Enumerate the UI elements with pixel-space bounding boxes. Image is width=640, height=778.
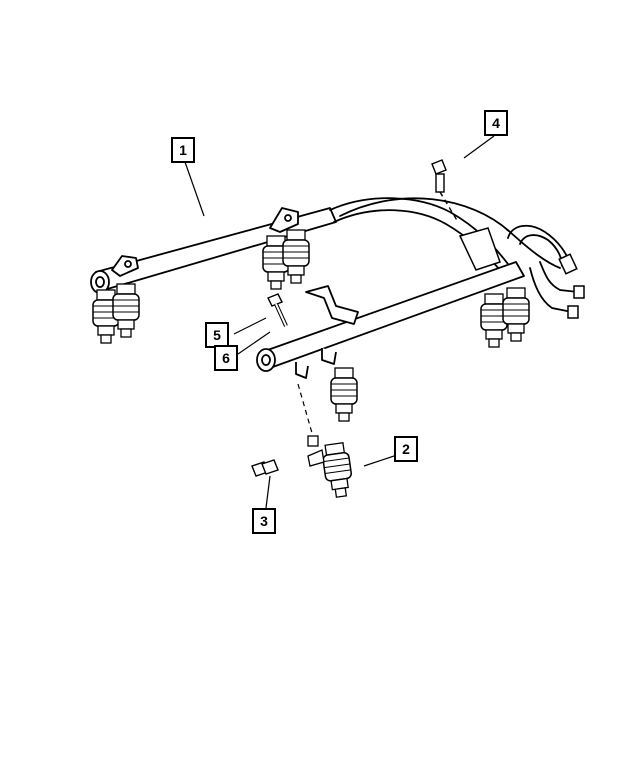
fuel-rail-bolt bbox=[431, 159, 459, 223]
rear-fuel-rail bbox=[90, 207, 337, 294]
rail-mounting-bolt bbox=[267, 293, 288, 327]
callout-leader-lines bbox=[184, 135, 495, 509]
callout-4: 4 bbox=[484, 110, 508, 136]
fuel-tube-end-fittings bbox=[458, 227, 585, 319]
callout-3: 3 bbox=[252, 508, 276, 534]
crossover-fuel-tubes bbox=[329, 197, 579, 313]
fuel-injector-part bbox=[297, 383, 355, 500]
callout-6: 6 bbox=[214, 345, 238, 371]
front-fuel-rail bbox=[256, 261, 525, 379]
injector-retaining-clip bbox=[251, 459, 279, 477]
callout-1: 1 bbox=[171, 137, 195, 163]
callout-2: 2 bbox=[394, 436, 418, 462]
